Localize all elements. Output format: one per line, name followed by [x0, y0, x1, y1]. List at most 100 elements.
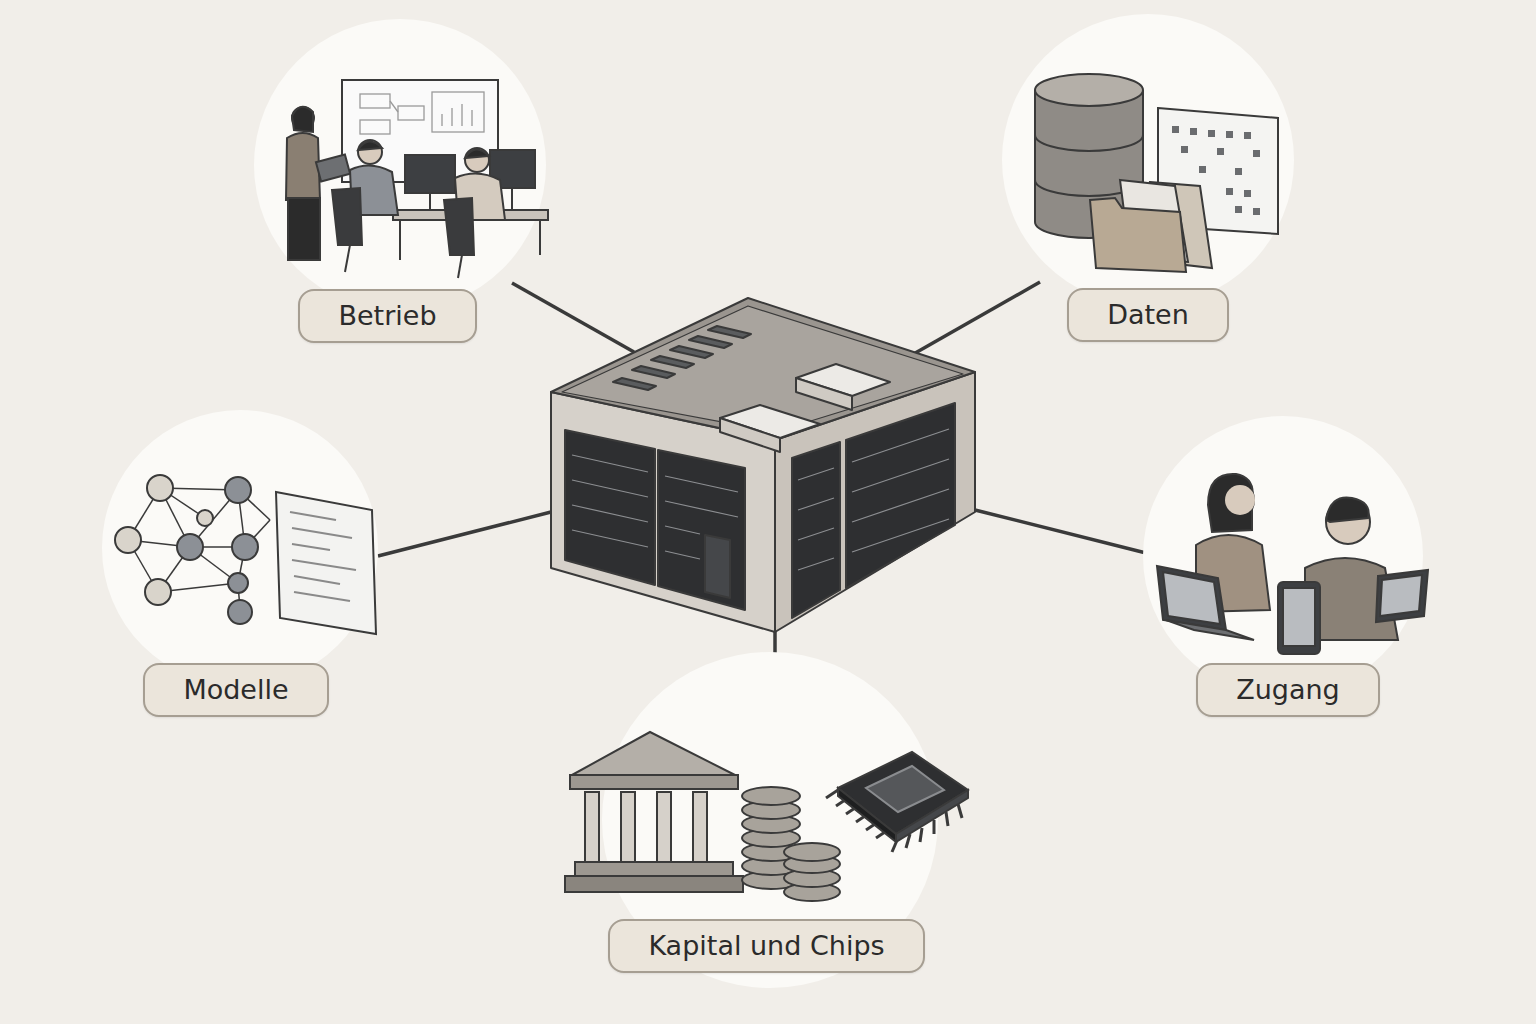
model-scene-part: [115, 527, 141, 553]
datacenter-building-part: [651, 356, 694, 368]
data-scene-part-part: [1244, 190, 1251, 197]
datacenter-building-part: [613, 378, 656, 390]
server-lights-part: [572, 455, 648, 472]
spoke-line-part: [512, 283, 634, 352]
datacenter-building-part: [705, 535, 730, 598]
capital-chips-scene-part: [572, 732, 735, 775]
capital-chips-scene-part: [575, 862, 733, 876]
capital-chips-scene-part: [570, 775, 738, 789]
data-scene-part-part: [1181, 146, 1188, 153]
access-scene-part: [1376, 570, 1428, 622]
access-scene: [1157, 474, 1428, 654]
data-scene-part-part: [1235, 206, 1242, 213]
server-lights-part: [798, 468, 834, 480]
server-lights-part: [665, 551, 700, 559]
pill-label: Kapital und Chips: [648, 930, 884, 962]
operations-scene-part: [358, 140, 382, 164]
model-scene-part: [232, 534, 258, 560]
operations-scene-part-part: [441, 114, 442, 126]
datacenter-building-part: [796, 378, 852, 410]
operations-scene-part-part: [398, 106, 424, 120]
server-lights-part: [852, 459, 949, 492]
operations-scene-part: [458, 255, 462, 278]
data-scene-part-part: [1190, 128, 1197, 135]
operations-scene-part: [465, 148, 489, 172]
access-scene-part: [1283, 588, 1315, 646]
datacenter-building-part: [792, 442, 840, 618]
model-scene-part-part: [292, 560, 356, 570]
datacenter-building-part: [658, 450, 745, 610]
server-lights-part: [572, 480, 648, 497]
data-scene-part-part: [1244, 132, 1251, 139]
capital-chips-scene: [565, 732, 968, 901]
model-scene-part: [276, 492, 376, 634]
model-scene-part: [290, 512, 356, 601]
access-scene-part: [1380, 575, 1422, 616]
access-scene-part: [1278, 582, 1320, 654]
capital-chips-scene-part-part: [933, 820, 936, 834]
operations-scene-part: [511, 188, 513, 210]
operations-scene-part-part: [451, 108, 452, 126]
model-scene-part: [197, 510, 213, 526]
datacenter-building-part: [565, 430, 655, 585]
model-scene-part: [228, 600, 252, 624]
halo-circle-part: [102, 410, 378, 686]
operations-scene: [286, 80, 548, 278]
operations-scene-part: [399, 220, 401, 260]
operations-scene-part: [405, 155, 455, 193]
data-scene-part: [1090, 198, 1186, 272]
label-pill: Zugang: [1196, 663, 1380, 717]
model-scene-part: [177, 534, 203, 560]
access-scene-part: [1166, 620, 1254, 640]
operations-scene-part: [360, 92, 484, 134]
operations-scene-part-part: [432, 92, 484, 132]
capital-chips-scene-part-part: [826, 790, 838, 798]
capital-chips-scene-part-part: [784, 843, 840, 861]
spoke-line-part: [975, 510, 1146, 553]
operations-scene-part: [444, 198, 474, 255]
label-pill: Daten: [1067, 288, 1229, 342]
model-scene-part: [228, 573, 248, 593]
server-lights: [572, 429, 949, 570]
halo-circle-part: [1002, 14, 1294, 306]
data-scene-part-part: [1208, 130, 1215, 137]
server-lights-part: [852, 519, 949, 552]
label-pill: Betrieb: [298, 289, 477, 343]
datacenter-building-part: [670, 346, 713, 358]
spoke-line: [378, 282, 1146, 672]
model-scene-part: [128, 488, 270, 610]
model-scene-part: [147, 475, 173, 501]
datacenter-building-part: [846, 403, 955, 588]
model-scene: [115, 475, 376, 634]
operations-scene-part: [288, 198, 320, 260]
halo-circle-part: [254, 19, 546, 311]
datacenter-building-part: [689, 336, 732, 348]
pill-label: Betrieb: [338, 300, 436, 332]
server-lights-part: [852, 489, 949, 522]
model-scene-part: [225, 477, 251, 503]
model-scene-part-part: [292, 544, 330, 550]
server-lights-part: [665, 476, 738, 492]
model-scene-part-part: [294, 592, 350, 601]
data-scene-part-part: [1217, 148, 1224, 155]
data-scene-part-part: [1235, 168, 1242, 175]
capital-chips-scene-part: [657, 792, 671, 862]
server-lights-part: [852, 429, 949, 462]
capital-chips-scene-part: [866, 766, 944, 812]
operations-scene-part: [286, 133, 320, 200]
operations-scene-part-part: [360, 94, 390, 108]
model-scene-part-part: [294, 576, 340, 584]
operations-scene-part: [345, 245, 350, 272]
pill-label: Daten: [1107, 299, 1189, 331]
capital-chips-scene-part-part: [742, 787, 800, 805]
data-scene-part-part: [1253, 208, 1260, 215]
server-lights-part: [798, 558, 834, 570]
access-scene-part: [1163, 572, 1220, 624]
access-scene-part: [1225, 485, 1255, 515]
operations-scene-part: [465, 149, 489, 158]
capital-chips-scene-part: [565, 876, 743, 892]
access-scene-part: [1326, 497, 1369, 522]
server-lights-part: [665, 526, 700, 534]
